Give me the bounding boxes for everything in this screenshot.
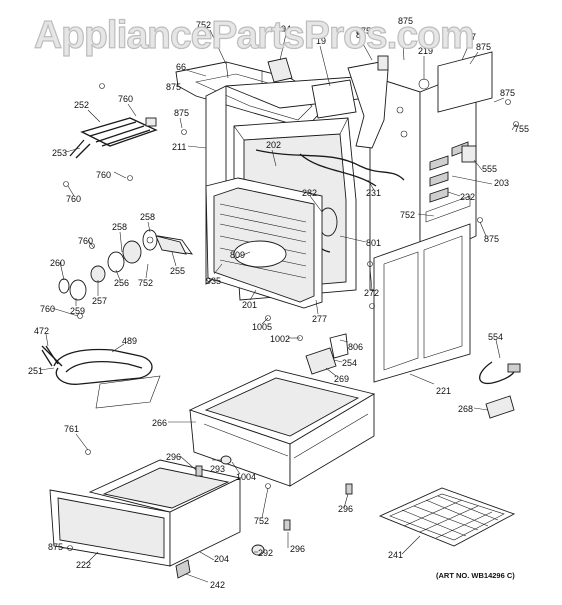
oven-rack [378,487,516,547]
callout-94: 94 [281,24,291,34]
callout-242: 242 [210,580,225,590]
callout-201: 201 [242,300,257,310]
callout-760-a: 760 [118,94,133,104]
callout-252: 252 [74,100,89,110]
callout-472: 472 [34,326,49,336]
callout-875-c: 875 [476,42,491,52]
callout-296-c: 296 [290,544,305,554]
callout-282: 282 [302,188,317,198]
callout-260: 260 [50,258,65,268]
art-number: (ART NO. WB14296 C) [436,571,515,580]
callout-241: 241 [388,550,403,560]
callout-19: 19 [316,36,326,46]
bake-element [41,345,161,409]
callout-219: 219 [418,46,433,56]
callout-203: 203 [494,178,509,188]
broil-element [69,117,158,159]
callout-1005: 1005 [252,322,272,332]
callout-555: 555 [482,164,497,174]
callout-293: 293 [210,464,225,474]
callout-269: 269 [334,374,349,384]
callout-268: 268 [458,404,473,414]
callout-875-f: 875 [174,108,189,118]
callout-752-c: 752 [254,516,269,526]
callout-760-e: 760 [40,304,55,314]
callout-222: 222 [76,560,91,570]
callout-266: 266 [152,418,167,428]
callout-875-g: 875 [484,234,499,244]
drawer-base-frame [188,369,376,487]
callout-761: 761 [64,424,79,434]
callout-259: 259 [70,306,85,316]
callout-labels: 752 94 875 875 875 219 17 66 19 82 875 8… [28,16,529,590]
side-panel-221 [373,223,471,383]
callout-1004: 1004 [236,472,256,482]
callout-1002: 1002 [270,334,290,344]
callout-875-e: 875 [500,88,515,98]
callout-801: 801 [366,238,381,248]
callout-875-a: 875 [356,26,371,36]
callout-292: 292 [258,548,273,558]
callout-809: 809 [230,250,245,260]
watermark: AppliancePartsPros.com [33,13,475,57]
callout-296-a: 296 [166,452,181,462]
callout-935: 935 [206,276,221,286]
callout-752-b: 752 [138,278,153,288]
callout-202: 202 [266,140,281,150]
callout-296-b: 296 [338,504,353,514]
storage-drawer [49,459,242,579]
callout-66: 66 [176,62,186,72]
callout-257: 257 [92,296,107,306]
callout-17: 17 [466,32,476,42]
callout-232: 232 [460,192,475,202]
callout-752-top: 752 [196,20,211,30]
callout-760-c: 760 [66,194,81,204]
callout-251: 251 [28,366,43,376]
callout-760-b: 760 [96,170,111,180]
callout-254: 254 [342,358,357,368]
callout-211: 211 [172,142,186,152]
callout-258-a: 258 [112,222,127,232]
callout-806: 806 [348,342,363,352]
callout-82: 82 [356,30,366,40]
oven-door-frame [205,177,323,309]
callout-277: 277 [312,314,327,324]
callout-258-b: 258 [140,212,155,222]
callout-752-a: 752 [400,210,415,220]
callout-489: 489 [122,336,137,346]
leader-lines [39,29,517,583]
callout-875-d: 875 [166,82,181,92]
callout-221: 221 [436,386,451,396]
callout-204: 204 [214,554,229,564]
callout-253: 253 [52,148,67,158]
callout-255: 255 [170,266,185,276]
callout-256: 256 [114,278,129,288]
small-parts [41,83,521,556]
callout-875-h: 875 [48,542,63,552]
callout-875-b: 875 [398,16,413,26]
callout-272: 272 [364,288,379,298]
callout-755: 755 [514,124,529,134]
callout-231: 231 [366,188,381,198]
callout-760-d: 760 [78,236,93,246]
callout-554: 554 [488,332,503,342]
